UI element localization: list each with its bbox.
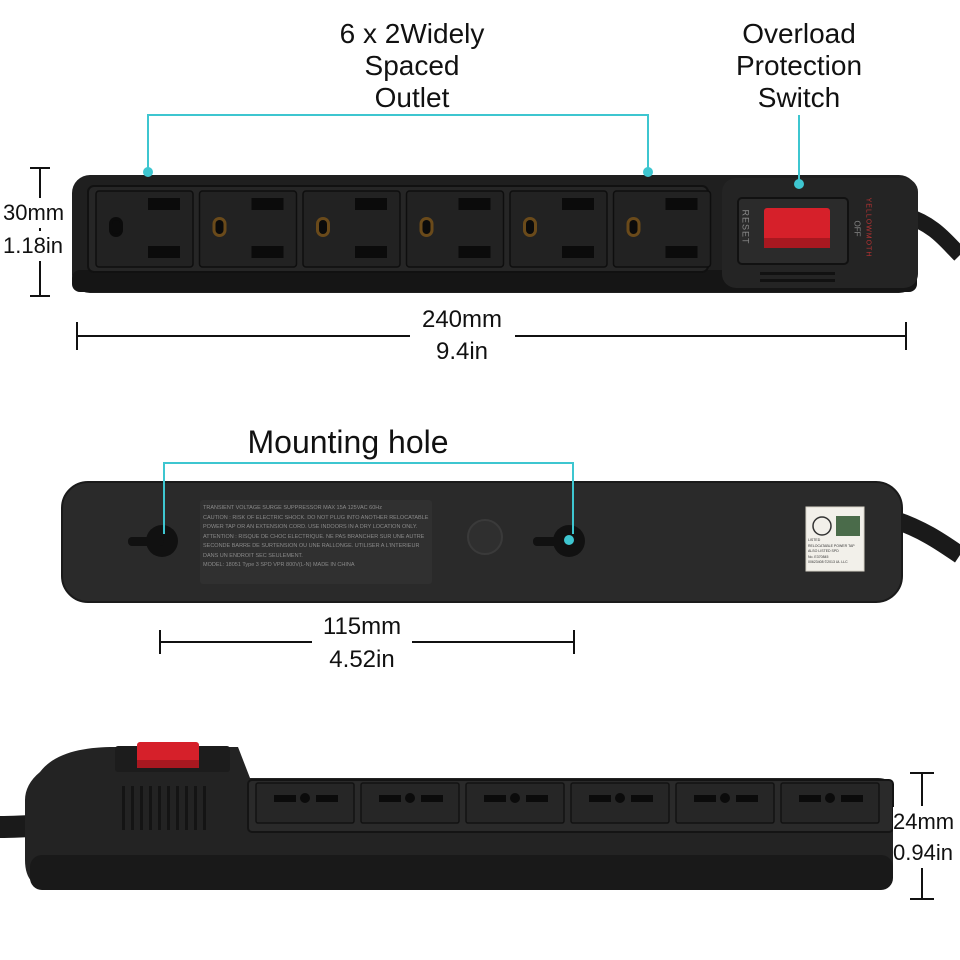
- hot-slot-6: [665, 198, 698, 210]
- side-slot-left-5: [694, 795, 716, 802]
- hot-slot-5: [562, 198, 594, 210]
- neutral-slot-2: [251, 246, 284, 258]
- side-height-in: 0.94in: [893, 838, 953, 868]
- warning-line: POWER TAP OR AN EXTENSION CORD. USE INDO…: [203, 524, 418, 530]
- ground-hole-inner-4: [422, 220, 431, 234]
- mounting-hole-label: Mounting hole: [247, 424, 449, 460]
- ground-hole-inner-5: [526, 220, 534, 234]
- side-slot-right-5: [736, 795, 758, 802]
- switch-label-line-1: Overload: [742, 18, 856, 49]
- ul-line: ALSO LISTED SPD: [808, 549, 839, 553]
- side-slot-left-1: [274, 795, 296, 802]
- ul-line: No. E370845: [808, 554, 829, 559]
- neutral-slot-3: [355, 246, 387, 258]
- side-slot-right-6: [841, 795, 863, 802]
- reset-text: RESET: [740, 209, 751, 245]
- warning-label: TRANSIENT VOLTAGE SURGE SUPPRESSOR MAX 1…: [203, 504, 433, 571]
- warning-line: ATTENTION : RISQUE DE CHOC ELECTRIQUE. N…: [203, 533, 425, 540]
- side-ground-6: [825, 793, 835, 803]
- side-slot-right-3: [526, 795, 548, 802]
- neutral-slot-1: [148, 246, 180, 258]
- side-ground-1: [300, 793, 310, 803]
- switch-label-line-2: Protection: [735, 50, 863, 81]
- hot-slot-4: [458, 198, 491, 210]
- side-ground-4: [615, 793, 625, 803]
- warning-line: TRANSIENT VOLTAGE SURGE SUPPRESSOR MAX 1…: [203, 505, 383, 511]
- warning-line: CAUTION : RISK OF ELECTRIC SHOCK. DO NOT…: [203, 514, 429, 521]
- hot-slot-2: [251, 198, 284, 210]
- side-slot-right-1: [316, 795, 338, 802]
- spacing-in: 4.52in: [329, 646, 395, 673]
- warning-line: SECONDE BARRE DE SURTENSION OU UNE RALLO…: [203, 543, 420, 549]
- ground-hole-inner-3: [319, 220, 327, 234]
- side-ground-5: [720, 793, 730, 803]
- side-slot-left-4: [589, 795, 611, 802]
- ul-line: LISTED: [808, 538, 821, 542]
- neutral-slot-6: [665, 246, 698, 258]
- side-ground-3: [510, 793, 520, 803]
- switch-label-line-3: Switch: [757, 82, 841, 113]
- off-text: OFF: [852, 220, 862, 237]
- ground-hole-inner-6: [629, 220, 638, 234]
- outlet-label-line-3: Outlet: [374, 82, 450, 113]
- side-slot-left-6: [799, 795, 821, 802]
- hot-slot-1: [148, 198, 180, 210]
- hot-slot-3: [355, 198, 387, 210]
- neutral-slot-5: [562, 246, 594, 258]
- outlet-label: 6 x 2Widely Spaced Outlet: [262, 18, 562, 114]
- top-length-mm: 240mm: [421, 306, 503, 333]
- ul-line: 00623408 ©2013 UL LLC: [808, 560, 848, 564]
- side-height-mm: 24mm: [893, 807, 955, 837]
- ground-hole-inner-2: [215, 220, 224, 234]
- ground-hole-inner-1: [112, 220, 120, 234]
- top-height-in: 1.18in: [3, 231, 63, 261]
- side-slot-right-2: [421, 795, 443, 802]
- warning-line: MODEL: 18051 Type 3 SPD VPR 800V(L-N) MA…: [203, 562, 355, 568]
- brand-text: YELLOWMOTH: [864, 197, 872, 258]
- side-slot-right-4: [631, 795, 653, 802]
- side-slot-left-2: [379, 795, 401, 802]
- switch-label: Overload Protection Switch: [709, 18, 889, 114]
- spacing-mm: 115mm: [322, 613, 402, 640]
- side-ground-2: [405, 793, 415, 803]
- top-height-mm: 30mm: [3, 198, 65, 228]
- top-length-in: 9.4in: [435, 338, 489, 365]
- side-slot-left-3: [484, 795, 506, 802]
- ul-sticker-text: LISTED RELOCATABLE POWER TAP ALSO LISTED…: [808, 538, 864, 566]
- outlet-label-line-2: Spaced: [364, 50, 460, 81]
- neutral-slot-4: [458, 246, 491, 258]
- ul-line: RELOCATABLE POWER TAP: [808, 543, 855, 548]
- outlet-label-line-1: 6 x 2Widely: [339, 18, 485, 49]
- warning-line: DANS UN ENDROIT SEC SEULEMENT.: [203, 552, 303, 559]
